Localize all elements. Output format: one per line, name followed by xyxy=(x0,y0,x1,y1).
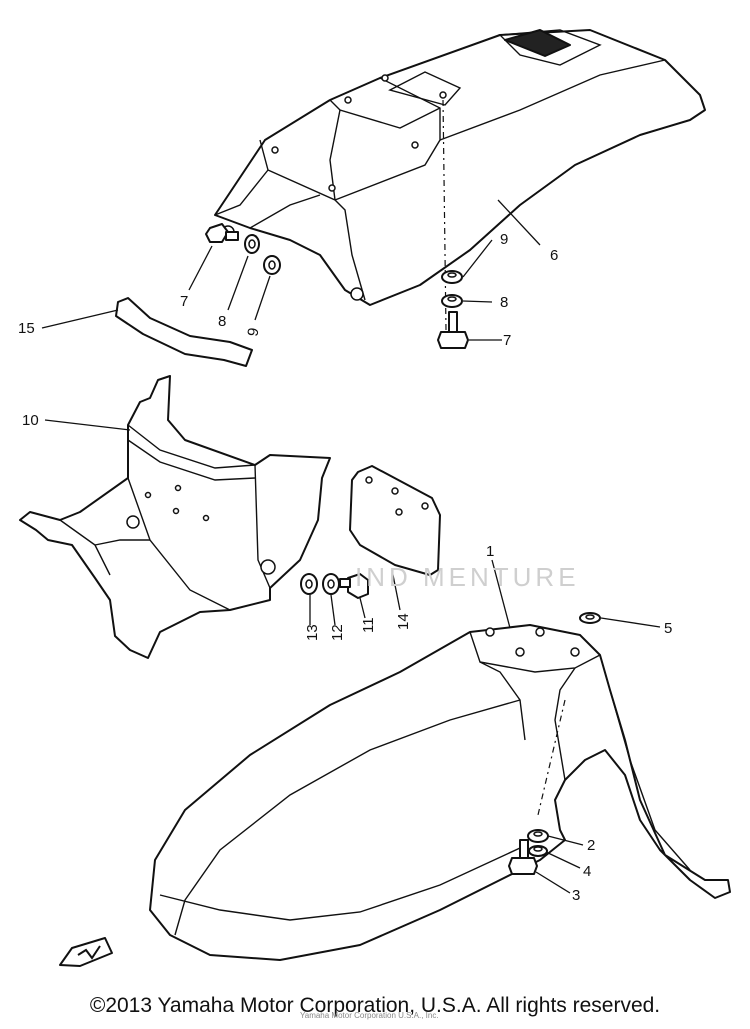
callout-15: 15 xyxy=(18,320,35,337)
callout-5: 5 xyxy=(664,620,672,637)
callout-7-right: 7 xyxy=(503,332,511,349)
callout-labels: 6 7 8 9 9 8 7 15 10 14 13 12 11 1 5 2 4 … xyxy=(18,231,672,904)
washer-rear-right[interactable] xyxy=(441,294,463,308)
callout-2: 2 xyxy=(587,837,595,854)
bolt-flap[interactable] xyxy=(339,573,369,599)
leader-lines xyxy=(41,199,661,894)
alignment-line-front xyxy=(537,699,566,816)
bolt-front[interactable] xyxy=(508,839,538,875)
washer-flap[interactable] xyxy=(322,573,340,595)
callout-13: 13 xyxy=(304,624,321,641)
washer-rear-left[interactable] xyxy=(244,234,260,254)
callout-10: 10 xyxy=(22,412,39,429)
flap[interactable] xyxy=(19,375,331,659)
callout-9-right: 9 xyxy=(500,231,508,248)
callout-11: 11 xyxy=(360,617,377,633)
collar-rear-right[interactable] xyxy=(441,270,463,284)
watermark: IND MENTURE xyxy=(355,562,580,592)
callout-1: 1 xyxy=(486,543,494,560)
band[interactable] xyxy=(115,297,253,367)
bolt-rear-left[interactable] xyxy=(205,223,239,243)
callout-6: 6 xyxy=(550,247,558,264)
alignment-line xyxy=(442,99,447,331)
forward-arrow-icon xyxy=(59,937,113,967)
front-fender[interactable] xyxy=(149,624,731,961)
callout-7-left: 7 xyxy=(180,293,188,310)
callout-12: 12 xyxy=(329,624,346,641)
callout-9-left: 9 xyxy=(244,327,262,338)
washer-front-b[interactable] xyxy=(528,845,548,857)
bolt-rear-right[interactable] xyxy=(437,311,469,349)
plate[interactable] xyxy=(349,465,441,576)
callout-3: 3 xyxy=(572,887,580,904)
callout-14: 14 xyxy=(395,613,412,630)
collar-flap[interactable] xyxy=(300,573,318,595)
collar-rear-left[interactable] xyxy=(263,255,281,275)
faint-credit: Yamaha Motor Corporation U.S.A., Inc. xyxy=(300,1011,439,1020)
callout-4: 4 xyxy=(583,863,591,880)
washer-front-top[interactable] xyxy=(579,612,601,624)
copyright-notice: ©2013 Yamaha Motor Corporation, U.S.A. A… xyxy=(89,994,661,1017)
callout-8-right: 8 xyxy=(500,294,508,311)
rear-fender[interactable] xyxy=(214,29,706,306)
callout-8-left: 8 xyxy=(218,313,226,330)
washer-front-a[interactable] xyxy=(527,829,549,843)
